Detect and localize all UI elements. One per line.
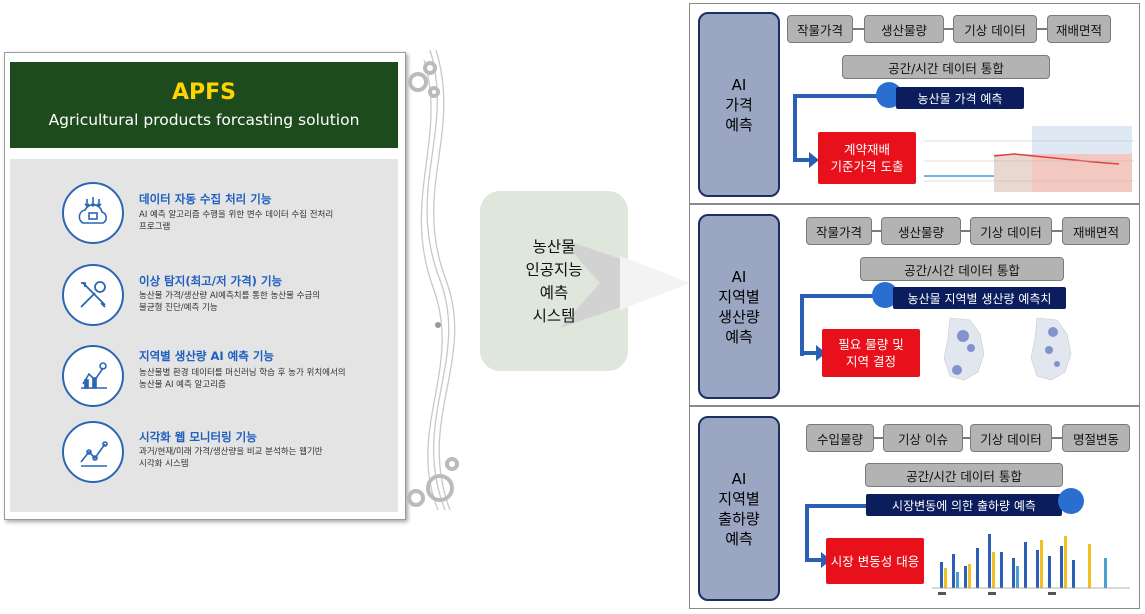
feature-desc-line: 프로그램	[139, 222, 171, 232]
input-box: 기상 데이터	[953, 15, 1037, 43]
feature-desc: AI 예측 알고리즘 수행을 위한 변수 데이터 수집 전처리 프로그램	[139, 209, 333, 233]
flow-line	[805, 504, 875, 508]
result-line: 기준가격 도출	[830, 159, 904, 174]
input-box: 수입물량	[806, 424, 874, 452]
feature-desc-line: 시각화 시스템	[139, 459, 189, 469]
input-box: 기상 이슈	[883, 424, 963, 452]
system-label-line: 인공지능	[525, 261, 583, 279]
cloud-data-icon	[62, 182, 124, 244]
flow-arrow-icon	[805, 552, 831, 568]
label-line: AI	[731, 267, 747, 286]
predict-box: 농산물 가격 예측	[896, 87, 1024, 109]
flow-arrow-icon	[793, 152, 819, 168]
feature-desc: 과거/현재/미래 가격/생산량을 비교 분석하는 웹기반 시각화 시스템	[139, 446, 323, 470]
predict-box: 농산물 지역별 생산량 예측치	[893, 287, 1066, 309]
label-line: 가격	[725, 95, 753, 114]
integration-box: 공간/시간 데이터 통합	[860, 257, 1064, 281]
swirl-decoration	[407, 49, 459, 511]
feature-desc: 농산물별 환경 데이터를 머신러닝 학습 후 농가 위치에서의 농산물 AI 예…	[139, 367, 346, 391]
system-label-line: 예측	[539, 284, 569, 302]
arrow-right-icon	[560, 238, 690, 328]
label-line: 지역별	[718, 489, 760, 508]
system-label-line: 농산물	[532, 238, 576, 256]
input-box: 작물가격	[787, 15, 853, 43]
feature-title: 지역별 생산량 AI 예측 기능	[139, 349, 274, 363]
label-line: AI	[731, 469, 747, 488]
input-box: 기상 데이터	[970, 217, 1052, 245]
feature-desc-line: 농산물별 환경 데이터를 머신러닝 학습 후 농가 위치에서의	[139, 368, 346, 378]
label-line: 예측	[725, 529, 753, 548]
result-line: 시장 변동성 대응	[830, 553, 920, 569]
feature-desc: 농산물 가격/생산량 AI예측치를 통한 농산물 수급의 불균형 진단/예측 기…	[139, 290, 320, 314]
system-label: 농산물 인공지능 예측 시스템	[480, 236, 628, 328]
system-label-line: 시스템	[532, 307, 576, 325]
flow-line	[800, 294, 896, 298]
feature-title: 시각화 웹 모니터링 기능	[139, 430, 257, 444]
ai-brain-icon	[1058, 488, 1084, 514]
label-line: 지역별	[718, 287, 760, 306]
predict-box: 시장변동에 의한 출하량 예측	[866, 494, 1062, 516]
apfs-subtitle: Agricultural products forcasting solutio…	[48, 111, 360, 129]
result-line: 필요 물량 및	[838, 337, 904, 352]
feature-desc-line: 불균형 진단/예측 기능	[139, 303, 218, 313]
integration-box: 공간/시간 데이터 통합	[865, 463, 1063, 487]
input-box: 기상 데이터	[970, 424, 1052, 452]
flow-line	[800, 294, 804, 356]
result-line: 지역 결정	[846, 354, 896, 369]
feature-title: 데이터 자동 수집 처리 기능	[139, 192, 272, 206]
label-line: 생산량	[718, 307, 760, 326]
feature-desc-line: 농산물 AI 예측 알고리즘	[139, 380, 226, 390]
flow-arrow-icon	[800, 345, 826, 361]
input-box: 재배면적	[1062, 217, 1130, 245]
input-box: 작물가격	[806, 217, 872, 245]
input-box: 생산물량	[864, 15, 944, 43]
input-box: 생산물량	[881, 217, 961, 245]
feature-title: 이상 탐지(최고/저 가격) 기능	[139, 274, 283, 288]
label-line: 출하량	[718, 509, 760, 528]
shipment-chart-thumbnail	[928, 522, 1134, 598]
feature-desc-line: 농산물 가격/생산량 AI예측치를 통한 농산물 수급의	[139, 291, 321, 301]
input-box: 명절변동	[1062, 424, 1130, 452]
apfs-header	[10, 62, 398, 148]
feature-desc-line: AI 예측 알고리즘 수행을 위한 변수 데이터 수집 전처리	[139, 210, 334, 220]
tools-icon	[62, 264, 124, 326]
label-line: 예측	[725, 115, 753, 134]
flow-line	[805, 504, 809, 560]
flow-line	[793, 94, 883, 98]
feature-desc-line: 과거/현재/미래 가격/생산량을 비교 분석하는 웹기반	[139, 447, 323, 457]
label-line: 예측	[725, 327, 753, 346]
result-box: 시장 변동성 대응	[826, 538, 924, 584]
ai-chart-icon	[62, 345, 124, 407]
integration-box: 공간/시간 데이터 통합	[842, 55, 1050, 79]
input-box: 재배면적	[1047, 15, 1111, 43]
korea-map-thumbnail	[943, 317, 1072, 381]
flow-line	[793, 94, 797, 160]
connector-line	[852, 28, 1052, 30]
result-line: 계약재배	[843, 142, 890, 157]
price-chart-thumbnail	[924, 126, 1134, 196]
analytics-icon	[62, 421, 124, 483]
apfs-title: APFS	[171, 80, 237, 105]
label-line: AI	[731, 75, 747, 94]
